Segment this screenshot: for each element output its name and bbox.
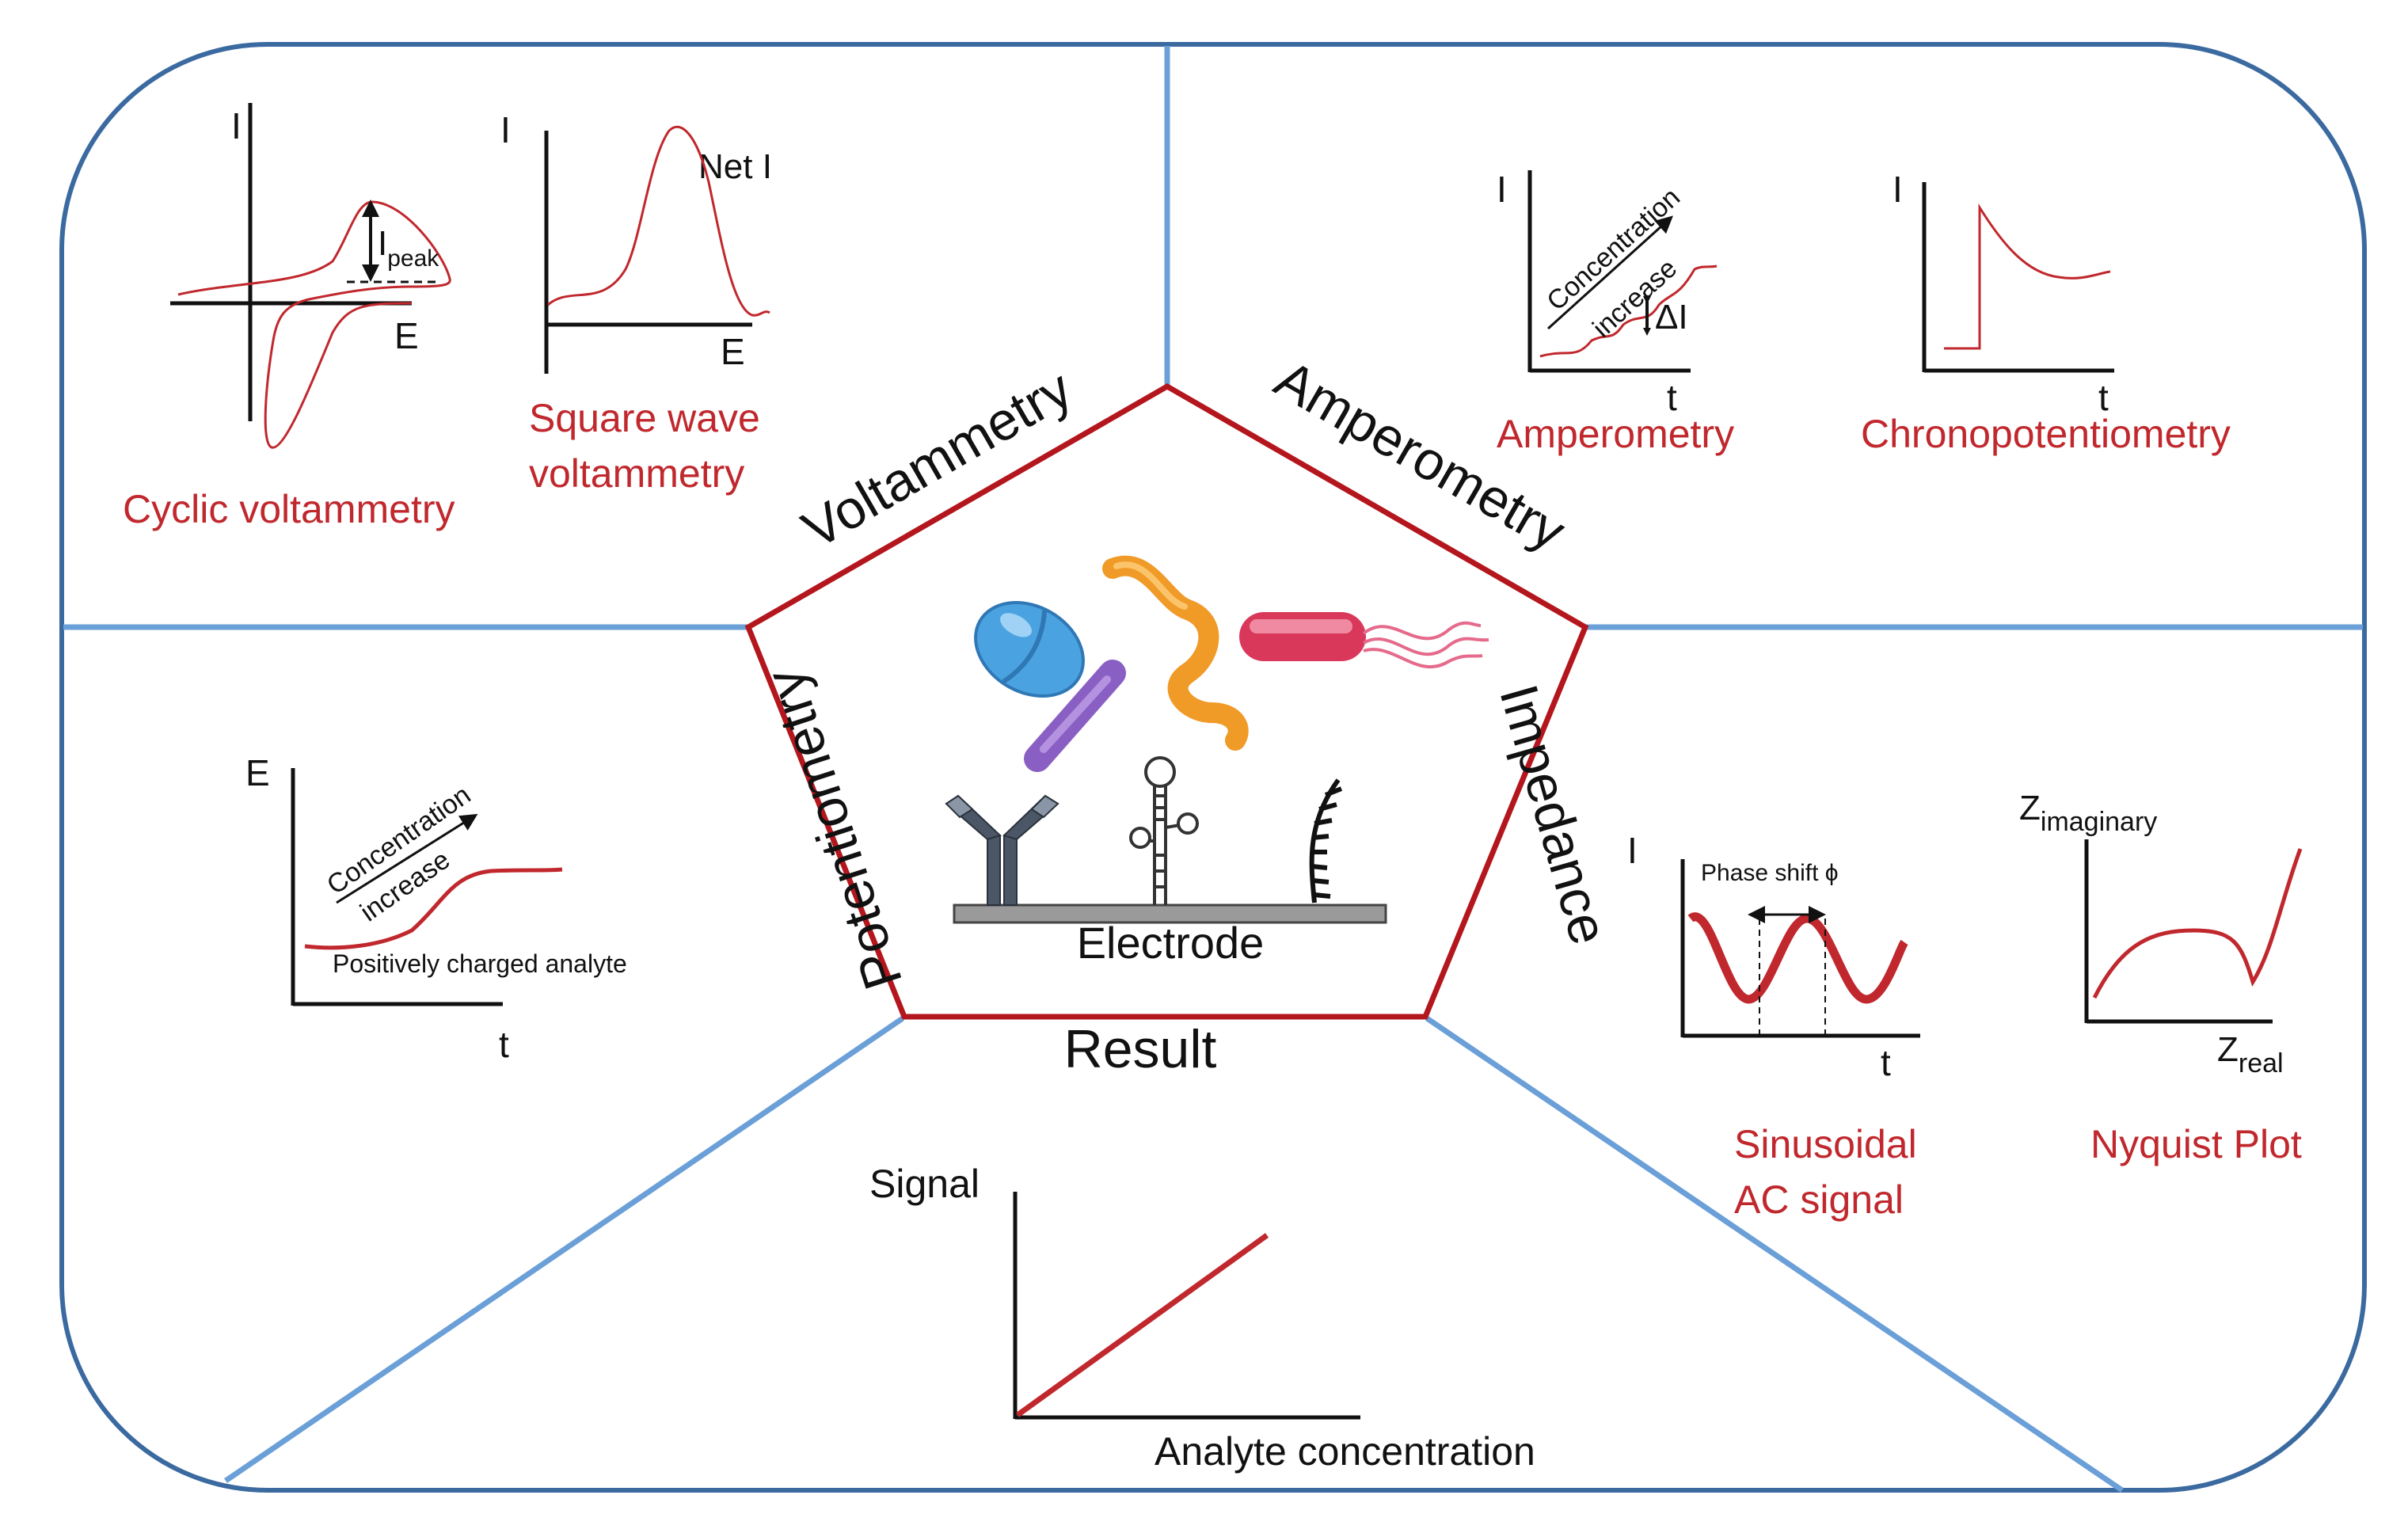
- label-potentiometry: Potentiometry: [754, 662, 914, 996]
- sin-x-label: t: [1881, 1042, 1891, 1083]
- result-line: [1015, 1233, 1269, 1417]
- swv-curve: [547, 125, 770, 317]
- aptamer-icon: [1129, 756, 1199, 905]
- sin-wave: [1687, 912, 1908, 1004]
- cp-caption: Chronopotentiometry: [1861, 412, 2231, 456]
- square-wave-panel: I E Net I Square wave voltammetry: [500, 109, 772, 496]
- pot-x-label: t: [499, 1024, 509, 1065]
- pot-note: Positively charged analyte: [333, 949, 627, 978]
- sinusoidal-panel: I t Phase shift ϕ Sinusoidal AC signal: [1627, 830, 1920, 1222]
- swv-caption-1: Square wave: [529, 396, 760, 440]
- result-panel: Signal Analyte concentration: [869, 1162, 1535, 1474]
- label-result: Result: [1064, 1019, 1217, 1079]
- sin-caption-1: Sinusoidal: [1734, 1122, 1917, 1166]
- swv-x-label: E: [721, 331, 745, 372]
- sin-caption-2: AC signal: [1734, 1177, 1904, 1222]
- cyclic-voltammetry-panel: I E Ipeak Cyclic voltammetry: [123, 103, 455, 531]
- cv-y-label: I: [231, 105, 242, 146]
- cv-peak-label: Ipeak: [378, 224, 439, 272]
- orange-spirochete-icon: [1102, 555, 1249, 751]
- red-bacterium-icon: [1239, 612, 1489, 669]
- nyq-caption: Nyquist Plot: [2090, 1122, 2302, 1166]
- amp-x-label: t: [1667, 377, 1677, 418]
- nyq-x-label: Zreal: [2217, 1030, 2284, 1078]
- sin-y-label: I: [1627, 830, 1638, 871]
- result-x-label: Analyte concentration: [1155, 1429, 1535, 1474]
- cp-x-label: t: [2098, 377, 2109, 418]
- swv-net-label: Net I: [698, 147, 772, 186]
- amp-y-label: I: [1497, 169, 1507, 210]
- result-y-label: Signal: [869, 1162, 980, 1206]
- center-illustration: Electrode: [945, 555, 1489, 968]
- amperometry-panel: I t Concentration increase ΔI Amperometr…: [1497, 169, 1734, 456]
- dna-strand-icon: [1309, 778, 1343, 903]
- potentiometry-panel: E t Concentration increase Positively ch…: [245, 752, 627, 1065]
- electrode-bar: [953, 903, 1387, 924]
- electrode-label: Electrode: [1077, 918, 1265, 968]
- chronopotentiometry-panel: I t Chronopotentiometry: [1861, 169, 2231, 456]
- cp-y-label: I: [1893, 169, 1903, 210]
- cp-curve: [1944, 203, 2111, 350]
- nyq-y-label: Zimaginary: [2019, 789, 2157, 837]
- panel-dividers: [63, 46, 2363, 1493]
- purple-rod-icon: [1024, 660, 1126, 772]
- cv-x-label: E: [394, 315, 419, 356]
- nyq-curve: [2092, 848, 2303, 999]
- pot-curve: [304, 867, 563, 950]
- cv-curve: [177, 200, 451, 449]
- antibody-icon: [945, 794, 1059, 906]
- amp-steps-curve: [1539, 264, 1718, 358]
- swv-caption-2: voltammetry: [529, 451, 744, 496]
- blue-microbe-icon: [974, 600, 1085, 698]
- swv-y-label: I: [500, 109, 511, 150]
- pot-y-label: E: [245, 752, 270, 793]
- nyquist-panel: Zimaginary Zreal Nyquist Plot: [2019, 789, 2303, 1166]
- outer-frame: [59, 42, 2367, 1493]
- technique-pentagon: [744, 382, 1589, 1020]
- sin-phase-label: Phase shift ϕ: [1701, 860, 1839, 886]
- amp-delta-label: ΔI: [1655, 298, 1688, 337]
- amp-caption: Amperometry: [1497, 412, 1734, 456]
- cv-caption: Cyclic voltammetry: [123, 487, 455, 531]
